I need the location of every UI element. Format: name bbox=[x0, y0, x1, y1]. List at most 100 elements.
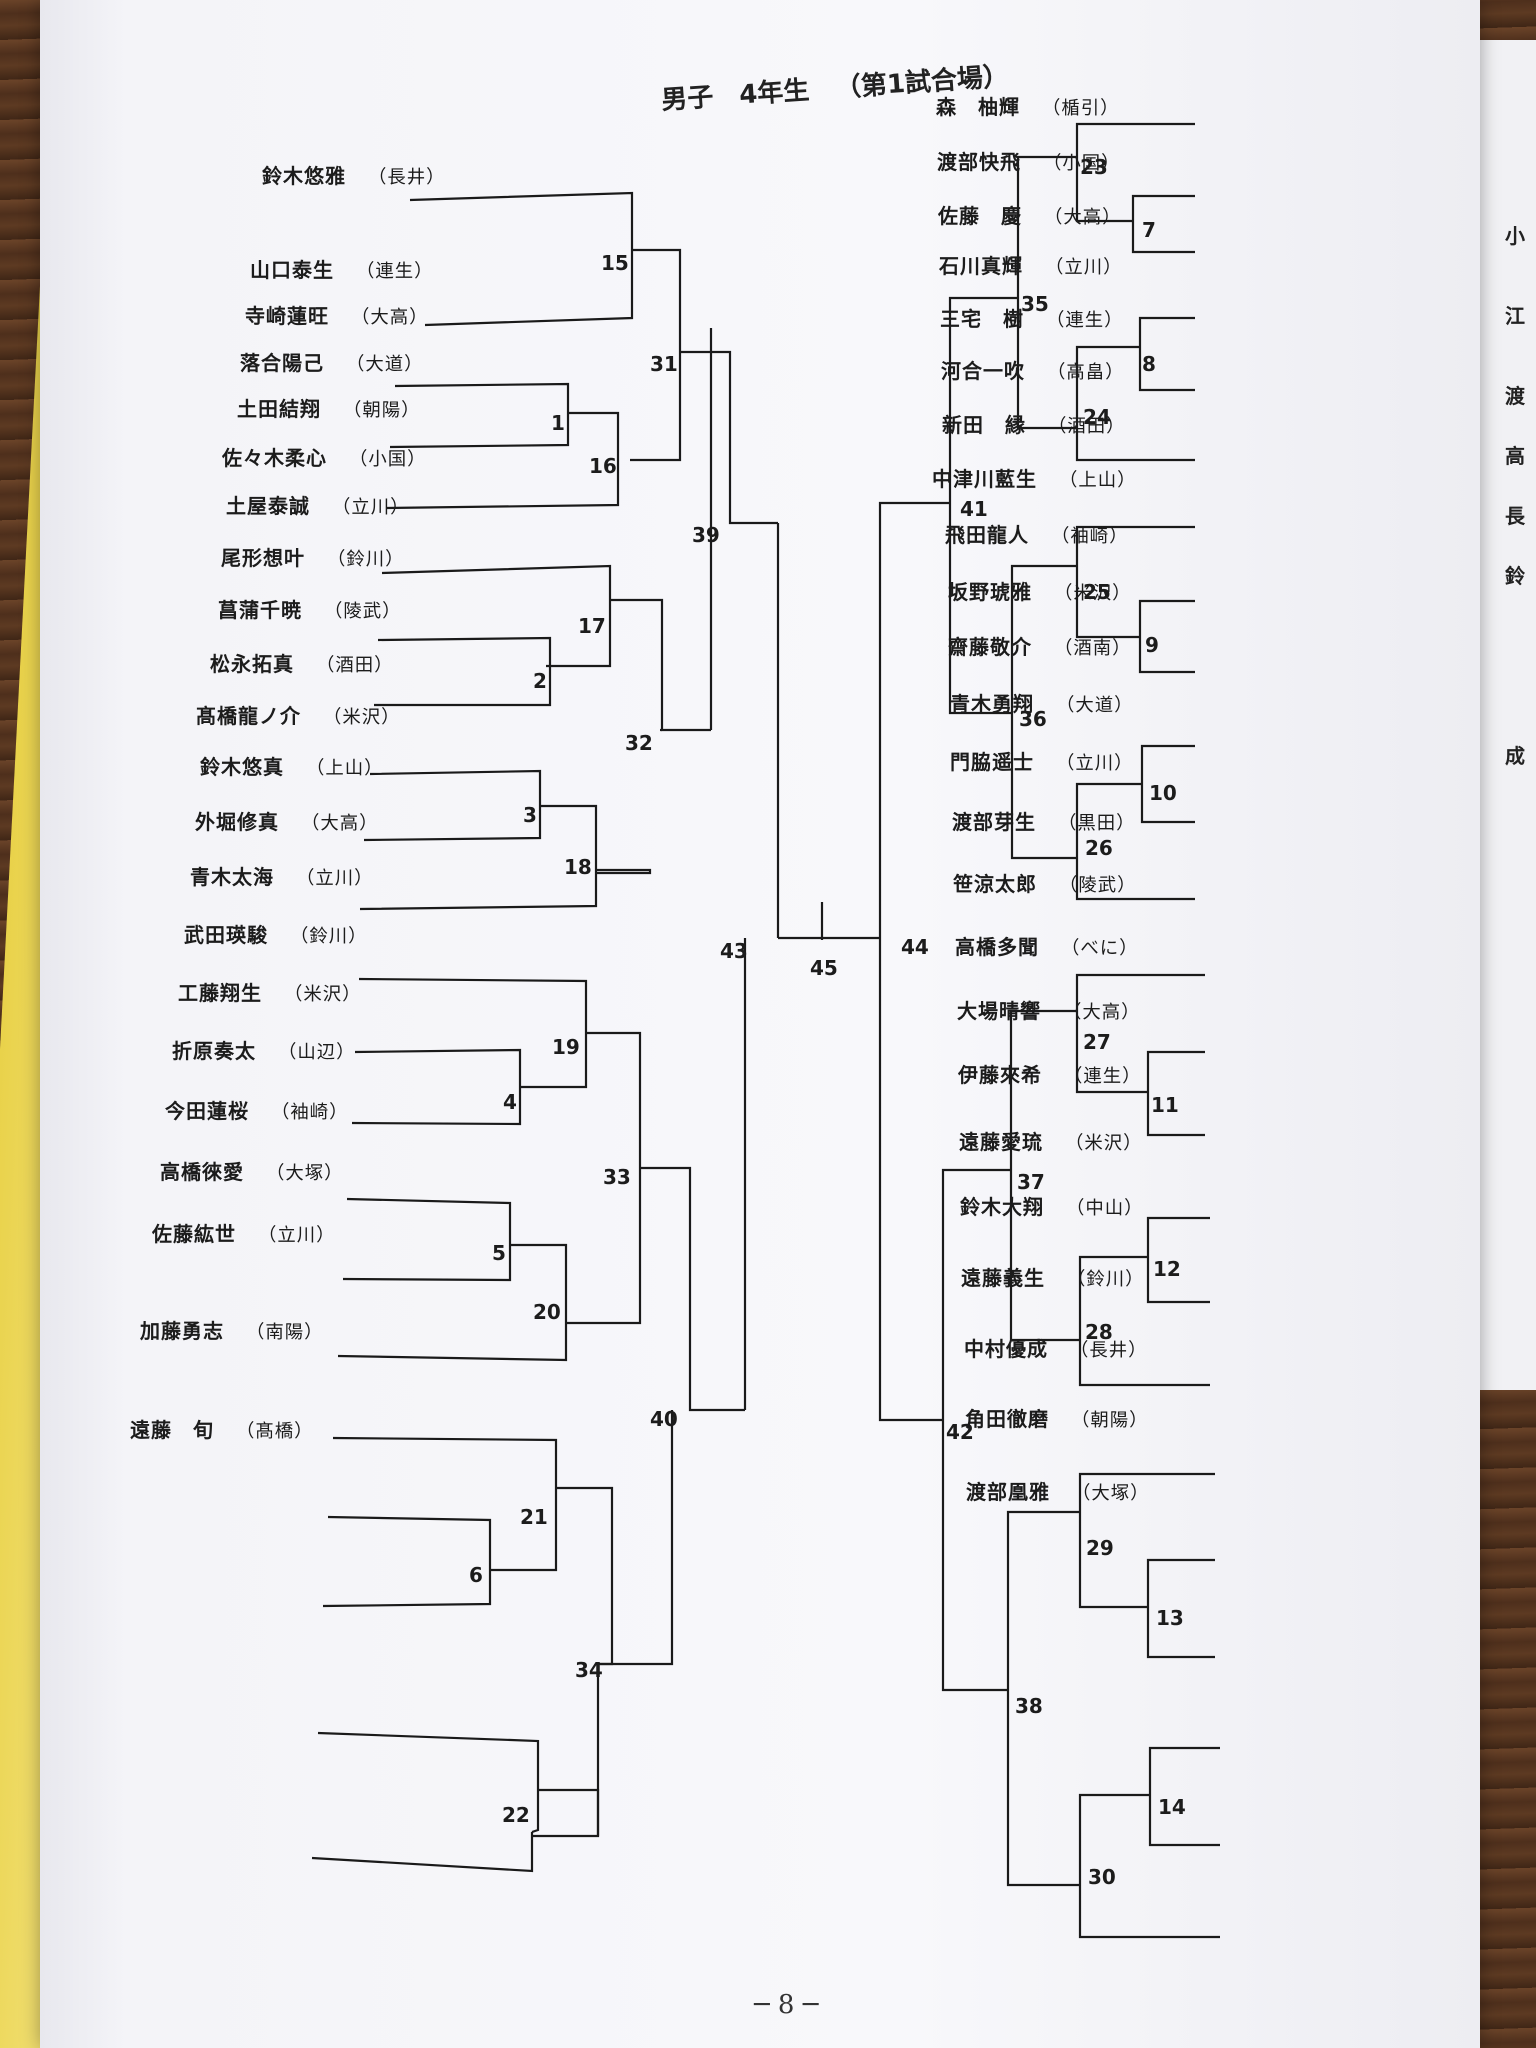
left-player-19: 高橋徠愛（大塚） bbox=[160, 1156, 344, 1185]
bracket-line bbox=[374, 636, 552, 707]
bracket-line bbox=[385, 411, 620, 510]
player-club: （酒田） bbox=[1048, 416, 1126, 437]
bracket-line bbox=[1006, 1510, 1080, 1690]
left-player-22: 遠藤 旬（髙橋） bbox=[130, 1414, 314, 1443]
bracket-line bbox=[630, 248, 682, 462]
player-name: 土屋泰誠 bbox=[226, 494, 310, 518]
player-name: 中津川藍生 bbox=[932, 467, 1037, 491]
right-player-13: 門脇遥士（立川） bbox=[950, 746, 1134, 775]
player-club: （酒田） bbox=[316, 655, 394, 676]
player-name: 青木太海 bbox=[190, 865, 274, 889]
right-player-14: 渡部芽生（黒田） bbox=[952, 806, 1136, 835]
bracket-line bbox=[1075, 525, 1195, 566]
left-player-14: 青木太海（立川） bbox=[190, 861, 374, 890]
player-club: （米沢） bbox=[1065, 1133, 1143, 1154]
match-number-10: 10 bbox=[1149, 781, 1177, 805]
bracket-line bbox=[1075, 973, 1205, 1011]
match-number-20: 20 bbox=[533, 1300, 561, 1324]
player-club: （長井） bbox=[368, 167, 446, 188]
bracket-line bbox=[363, 769, 542, 842]
player-name: 今田蓮桜 bbox=[165, 1099, 249, 1123]
match-number-3: 3 bbox=[523, 803, 537, 827]
player-club: （大高） bbox=[351, 307, 429, 328]
match-number-32: 32 bbox=[625, 731, 653, 755]
player-club: （陵武） bbox=[1059, 875, 1137, 896]
bracket-line bbox=[389, 382, 570, 449]
player-name: 齋藤敬介 bbox=[948, 635, 1032, 659]
player-name: 遠藤 旬 bbox=[130, 1418, 214, 1442]
player-club: （鈴川） bbox=[1067, 1269, 1145, 1290]
match-number-34: 34 bbox=[575, 1658, 603, 1682]
right-player-2: 渡部快飛（小国） bbox=[937, 146, 1121, 175]
player-name: 落合陽己 bbox=[240, 351, 324, 375]
player-club: （大高） bbox=[1044, 207, 1122, 228]
match-number-13: 13 bbox=[1156, 1606, 1184, 1630]
match-number-12: 12 bbox=[1153, 1257, 1181, 1281]
player-name: 青木勇翔 bbox=[950, 692, 1034, 716]
right-player-24: 渡部凰雅（大塚） bbox=[966, 1476, 1150, 1505]
bracket-line bbox=[1010, 713, 1077, 860]
bracket-line bbox=[1131, 221, 1195, 254]
bracket-line bbox=[610, 598, 711, 732]
player-name: 菖蒲千暁 bbox=[218, 598, 302, 622]
left-player-11: 髙橋龍ノ介（米沢） bbox=[196, 700, 401, 729]
player-club: （鈴川） bbox=[290, 926, 368, 947]
player-name: 佐々木柔心 bbox=[222, 446, 327, 470]
bracket-line bbox=[680, 350, 778, 525]
bracket-line bbox=[1140, 784, 1195, 824]
player-club: （鈴川） bbox=[327, 549, 405, 570]
bracket-line bbox=[1009, 1009, 1077, 1170]
bracket-line bbox=[1075, 566, 1140, 639]
player-club: （連生） bbox=[1046, 310, 1124, 331]
bracket-line bbox=[1075, 858, 1195, 901]
player-club: （酒南） bbox=[1054, 638, 1132, 659]
left-player-15: 武田瑛駿 （鈴川） bbox=[184, 919, 368, 948]
bracket-line bbox=[1075, 157, 1133, 223]
left-player-18: 今田蓮桜（袖崎） bbox=[165, 1095, 349, 1124]
match-number-19: 19 bbox=[552, 1035, 580, 1059]
bracket-line bbox=[1075, 1011, 1148, 1094]
player-name: 山口泰生 bbox=[250, 258, 334, 282]
player-club: （米沢） bbox=[284, 984, 362, 1005]
bracket-line bbox=[1016, 298, 1077, 430]
next-page-fragment: 長 bbox=[1505, 504, 1525, 528]
bracket-line bbox=[1078, 1885, 1220, 1939]
left-player-2: 山口泰生（連生） bbox=[250, 254, 434, 283]
player-name: 高橋徠愛 bbox=[160, 1160, 244, 1184]
player-name: 武田瑛駿 bbox=[184, 923, 268, 947]
player-name: 森 柚輝 bbox=[936, 95, 1020, 119]
player-club: （朝陽） bbox=[1071, 1410, 1149, 1431]
bracket-line bbox=[1078, 1340, 1210, 1387]
match-number-4: 4 bbox=[503, 1090, 517, 1114]
bracket-line bbox=[1078, 1255, 1148, 1340]
player-club: （袖崎） bbox=[1051, 526, 1129, 547]
bracket-line bbox=[1010, 564, 1077, 713]
bracket-page bbox=[40, 0, 1480, 2048]
player-club: （朝陽） bbox=[343, 400, 421, 421]
match-number-2: 2 bbox=[533, 669, 547, 693]
match-number-31: 31 bbox=[650, 352, 678, 376]
bracket-line bbox=[322, 1515, 492, 1608]
right-player-17: 大場晴響（大高） bbox=[957, 995, 1141, 1024]
match-number-42: 42 bbox=[946, 1420, 974, 1444]
player-club: （山辺） bbox=[278, 1042, 356, 1063]
right-player-10: 坂野琥雅（米沢） bbox=[948, 576, 1132, 605]
next-page-fragment: 高 bbox=[1505, 444, 1525, 468]
player-name: 鈴木悠真 bbox=[200, 755, 284, 779]
bracket-line bbox=[566, 1031, 642, 1325]
player-name: 三宅 樹 bbox=[940, 307, 1024, 331]
match-number-17: 17 bbox=[578, 614, 606, 638]
player-name: 遠藤義生 bbox=[961, 1266, 1045, 1290]
player-name: 中村優成 bbox=[964, 1337, 1048, 1361]
match-number-24: 24 bbox=[1083, 405, 1111, 429]
bracket-line bbox=[337, 1243, 568, 1362]
right-player-3: 佐藤 慶（大高） bbox=[938, 200, 1122, 229]
match-number-38: 38 bbox=[1015, 1694, 1043, 1718]
right-player-9: 飛田龍人（袖崎） bbox=[945, 519, 1129, 548]
bracket-line bbox=[1138, 637, 1195, 674]
player-name: 坂野琥雅 bbox=[948, 580, 1032, 604]
match-number-25: 25 bbox=[1083, 580, 1111, 604]
bracket-line bbox=[640, 1166, 745, 1412]
left-player-17: 折原奏太（山辺） bbox=[172, 1035, 356, 1064]
bracket-line bbox=[941, 1420, 1008, 1692]
